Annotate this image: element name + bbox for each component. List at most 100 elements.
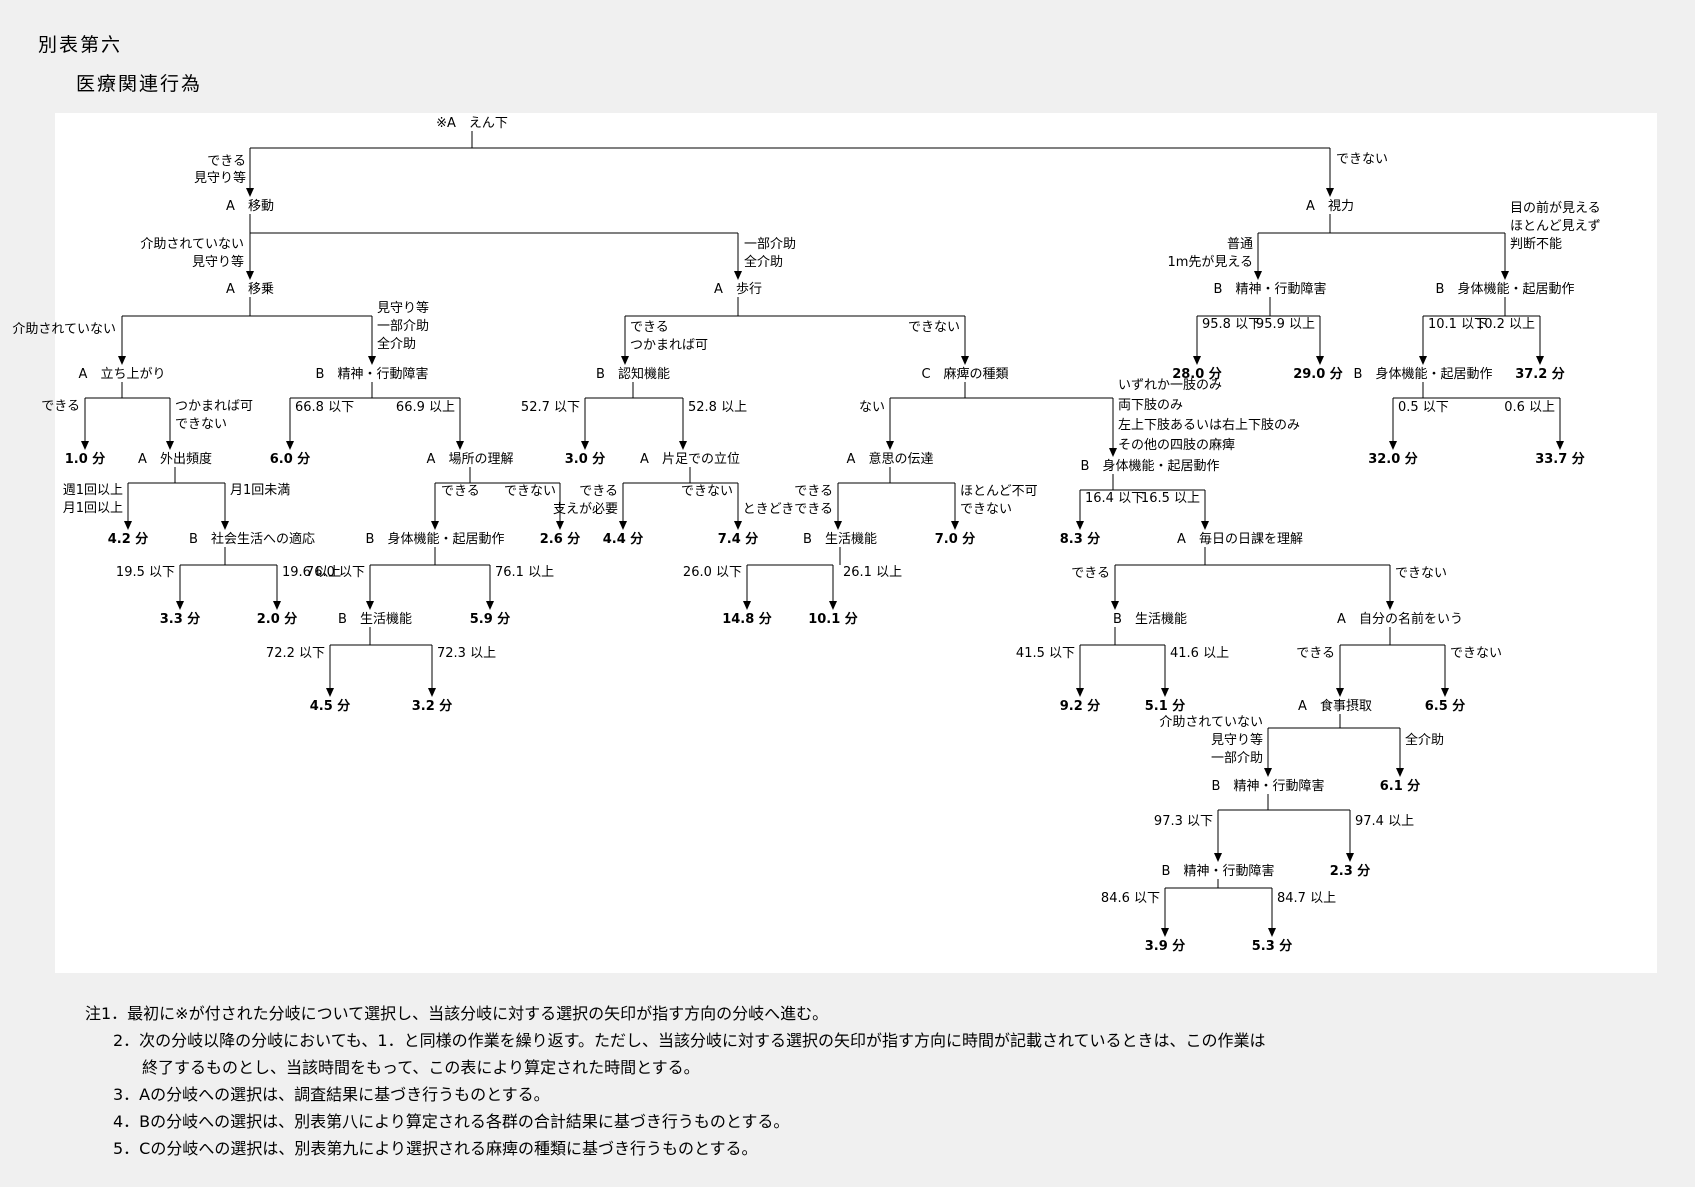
tree-node-hokou: A 歩行 (714, 282, 762, 297)
tree-node-tachi: A 立ち上がり (79, 367, 166, 382)
tree-node-ijou: A 移乗 (226, 282, 274, 297)
arrow-down-icon (1396, 768, 1404, 777)
arrow-down-icon (1268, 928, 1276, 937)
branch-label: 介助されていない (1159, 715, 1263, 730)
tree-node-seishinR3: B 精神・行動障害 (1162, 863, 1275, 879)
branch-label: 97.4 以上 (1355, 814, 1414, 829)
arrow-down-icon (1386, 601, 1394, 610)
tree-node-root: ※A えん下 (436, 116, 508, 131)
note-5: 5．Cの分岐への選択は、別表第九により選択される麻痺の種類に基づき行うものとする… (113, 1139, 758, 1158)
arrow-down-icon (1556, 441, 1564, 450)
arrow-down-icon (368, 356, 376, 365)
arrow-down-icon (486, 601, 494, 610)
branch-label: 66.8 以下 (295, 400, 354, 415)
tree-node-mahi: C 麻痺の種類 (921, 366, 1008, 382)
branch-label: できる (41, 399, 80, 414)
tree-leaf-lf_33_7: 33.7 分 (1535, 451, 1585, 467)
tree-leaf-lf_2_0: 2.0 分 (257, 611, 298, 627)
branch-label: 見守り等 (1211, 732, 1263, 748)
branch-label: できない (175, 417, 227, 432)
arrow-down-icon (886, 441, 894, 450)
tree-leaf-lf_14_8: 14.8 分 (722, 611, 772, 627)
branch-label: 72.2 以下 (266, 646, 325, 661)
branch-label: 84.6 以下 (1101, 891, 1160, 906)
branch-label: 84.7 以上 (1277, 891, 1336, 906)
tree-leaf-lf_6_5: 6.5 分 (1425, 698, 1466, 714)
notes: 注1．最初に※が付された分岐について選択し、当該分岐に対する選択の矢印が指す方向… (85, 1000, 1645, 1162)
tree-leaf-lf_3_9: 3.9 分 (1145, 938, 1186, 954)
branch-label: できる (794, 484, 833, 499)
tree-node-ninchi: B 認知機能 (596, 366, 670, 382)
arrow-down-icon (1076, 521, 1084, 530)
tree-node-seishinR: B 精神・行動障害 (1214, 281, 1327, 297)
arrow-down-icon (456, 441, 464, 450)
arrow-down-icon (1326, 188, 1334, 197)
arrow-down-icon (1076, 688, 1084, 697)
tree-leaf-lf_6_1: 6.1 分 (1380, 778, 1421, 794)
arrow-down-icon (621, 356, 629, 365)
branch-label: 全介助 (1405, 732, 1444, 748)
tree-node-shiryoku: A 視力 (1306, 199, 1354, 214)
branch-label: つかまれば可 (630, 338, 708, 353)
branch-label: できない (908, 320, 960, 335)
tree-leaf-lf_32_0: 32.0 分 (1368, 451, 1418, 467)
branch-label: 普通 (1227, 237, 1253, 252)
branch-label: できない (681, 484, 733, 499)
arrow-down-icon (1264, 768, 1272, 777)
page-title: 別表第六 (38, 34, 123, 56)
branch-label: 全介助 (377, 336, 416, 352)
branch-label: 16.5 以上 (1141, 491, 1200, 506)
tree-node-seikatsuR: B 生活機能 (1113, 612, 1187, 627)
arrow-down-icon (1346, 853, 1354, 862)
tree-leaf-lf_37_2: 37.2 分 (1515, 366, 1565, 382)
branch-label: 52.7 以下 (521, 400, 580, 415)
tree-leaf-lf_4_5: 4.5 分 (310, 698, 351, 714)
tree-node-namae: A 自分の名前をいう (1337, 611, 1463, 627)
diagram-canvas (55, 113, 1657, 973)
branch-label: できる (441, 484, 480, 499)
arrow-down-icon (366, 601, 374, 610)
arrow-down-icon (431, 521, 439, 530)
tree-node-seikatsu2: B 生活機能 (338, 612, 412, 627)
tree-node-mainichi: A 毎日の日課を理解 (1177, 531, 1303, 547)
branch-label: できる (207, 154, 246, 169)
arrow-down-icon (1441, 688, 1449, 697)
arrow-down-icon (581, 441, 589, 450)
branch-label: 19.5 以下 (116, 565, 175, 580)
branch-label: 一部介助 (377, 319, 429, 334)
branch-label: 0.5 以下 (1398, 400, 1449, 415)
arrow-down-icon (951, 521, 959, 530)
arrow-down-icon (961, 356, 969, 365)
branch-label: その他の四肢の麻痺 (1118, 437, 1235, 453)
arrow-down-icon (1109, 448, 1117, 457)
tree-leaf-lf_9_2: 9.2 分 (1060, 698, 1101, 714)
arrow-down-icon (1501, 271, 1509, 280)
branch-label: ほとんど不可 (960, 484, 1038, 499)
tree-leaf-lf_3_2: 3.2 分 (412, 698, 453, 714)
branch-label: 76.1 以上 (495, 565, 554, 580)
branch-label: ない (859, 400, 885, 415)
arrow-down-icon (176, 601, 184, 610)
arrow-down-icon (428, 688, 436, 697)
branch-label: 10.1 以下 (1428, 317, 1487, 332)
arrow-down-icon (81, 441, 89, 450)
tree-node-ishi: A 意思の伝達 (847, 451, 934, 467)
tree-node-basho: A 場所の理解 (427, 452, 514, 467)
branch-label: つかまれば可 (175, 399, 253, 414)
arrow-down-icon (1336, 688, 1344, 697)
branch-label: 週1回以上 (63, 483, 123, 498)
branch-label: 一部介助 (1211, 751, 1263, 766)
tree-leaf-lf_5_3: 5.3 分 (1252, 938, 1293, 954)
arrow-down-icon (1201, 521, 1209, 530)
branch-label: 左上下肢あるいは右上下肢のみ (1118, 417, 1300, 433)
tree-node-seishinR2: B 精神・行動障害 (1212, 778, 1325, 794)
tree-leaf-lf_2_3: 2.3 分 (1330, 863, 1371, 879)
branch-label: 見守り等 (377, 300, 429, 316)
branch-label: できる (1296, 646, 1335, 661)
arrow-down-icon (829, 601, 837, 610)
branch-label: いずれか一肢のみ (1118, 377, 1222, 393)
arrow-down-icon (556, 521, 564, 530)
note-1: 注1．最初に※が付された分岐について選択し、当該分岐に対する選択の矢印が指す方向… (85, 1004, 829, 1023)
arrow-down-icon (679, 441, 687, 450)
